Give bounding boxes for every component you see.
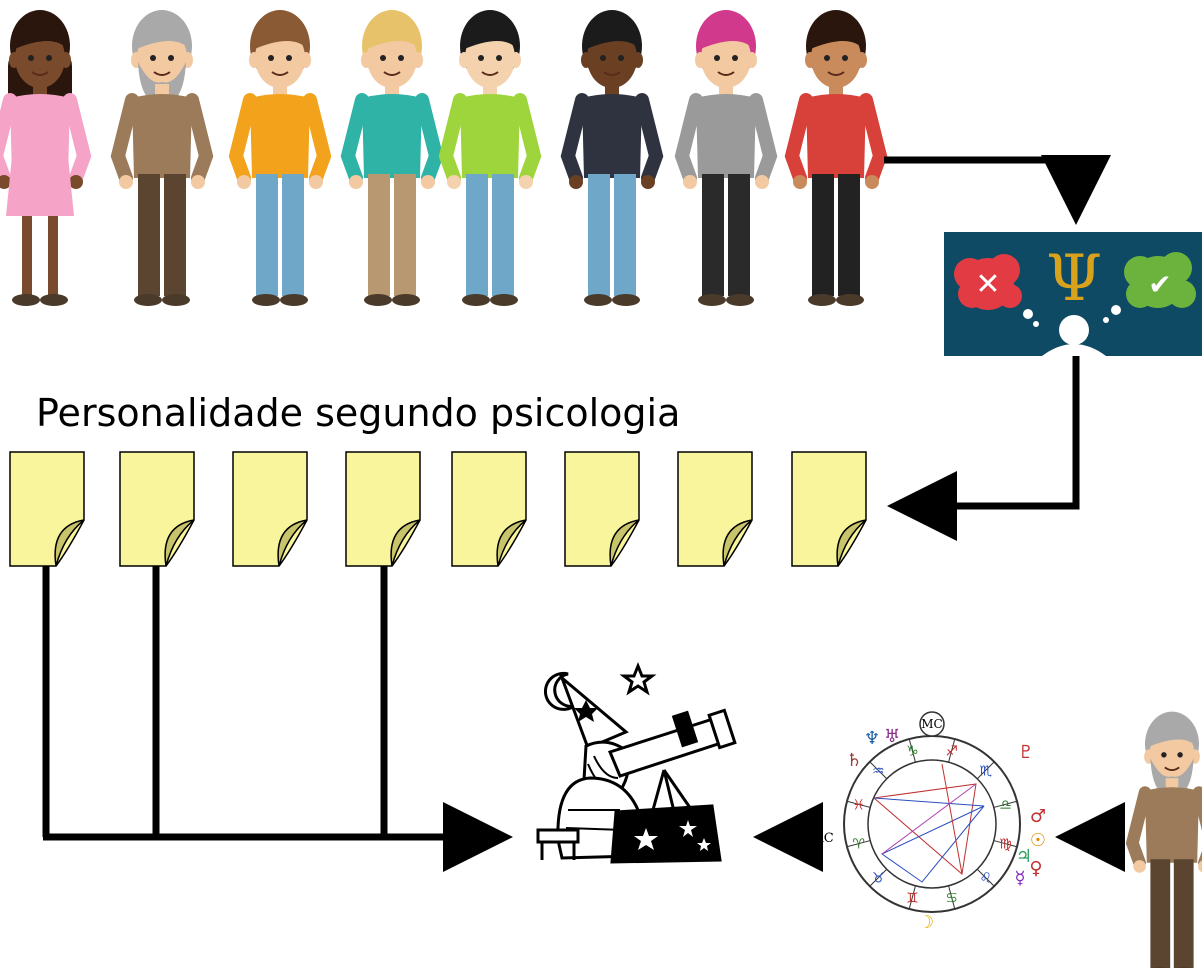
psi-symbol: Ψ [1046, 242, 1102, 316]
document-6 [564, 451, 640, 567]
planet-glyph-icon: ♆ [864, 728, 880, 749]
planet-glyph-icon: ☉ [1030, 830, 1046, 851]
document-2 [119, 451, 195, 567]
person-silhouette-icon [1042, 315, 1106, 356]
astrologer-telescope-icon [536, 661, 737, 864]
zodiac-sign-icon: ♈ [852, 837, 865, 853]
natal-chart: ♑ ♐ ♏ ♎ ♍ ♌ ♋ ♊ ♉ ♈ ♓ ♒ MC AC ♆♅ ♄ ♇ ♂ ☉♃♀☿ ☽ [813, 711, 1046, 933]
natal-chart-aspects [872, 763, 985, 883]
cross-glyph: ✕ [975, 267, 1000, 302]
zodiac-sign-icon: ♍ [999, 837, 1012, 853]
telescope-icon [607, 708, 737, 829]
zodiac-sign-icon: ♒ [872, 763, 885, 779]
arrow-psychology-to-documents [887, 356, 1080, 541]
planet-glyph-icon: ☽ [918, 912, 934, 933]
person-1-woman-pink-dress [0, 10, 92, 306]
natal-chart-signs: ♑ ♐ ♏ ♎ ♍ ♌ ♋ ♊ ♉ ♈ ♓ ♒ [852, 744, 1011, 907]
diagram-title: Personalidade segundo psicologia [36, 391, 680, 435]
planet-glyph-icon: ♄ [846, 750, 862, 771]
planet-glyph-icon: ♂ [1030, 806, 1046, 827]
zodiac-sign-icon: ♊ [906, 890, 919, 906]
people-row [0, 10, 888, 306]
zodiac-sign-icon: ♑ [906, 744, 919, 760]
person-7-woman-pink-hair-glasses [674, 10, 778, 306]
planet-glyph-icon: ♀ [1029, 858, 1042, 879]
old-man-right [1125, 711, 1202, 968]
connectors [42, 155, 1125, 872]
wizard-hat-icon [558, 673, 629, 750]
mc-label: MC [921, 717, 942, 731]
natal-chart-planets: ♆♅ ♄ ♇ ♂ ☉♃♀☿ ☽ [846, 726, 1046, 933]
person--old-man-grey-beard [1125, 711, 1202, 968]
document-1 [9, 451, 85, 567]
planet-glyph-icon: ♇ [1018, 742, 1034, 763]
person-2-old-man-grey-beard [110, 10, 214, 306]
arrow-people-to-psychology [884, 155, 1111, 225]
ac-label: AC [813, 831, 833, 846]
natal-chart-inner-ring [867, 759, 997, 889]
check-bubble-icon: ✔ [1103, 252, 1196, 323]
star-icon [619, 661, 657, 696]
planet-glyph-icon: ☿ [1014, 868, 1025, 889]
documents-row [9, 451, 867, 567]
psychology-icon: ✕ Ψ ✔ [944, 232, 1202, 356]
document-4 [345, 451, 421, 567]
zodiac-sign-icon: ♌ [979, 871, 992, 887]
planet-glyph-icon: ♃ [1016, 846, 1032, 867]
document-5 [451, 451, 527, 567]
zodiac-sign-icon: ♋ [945, 890, 958, 906]
person-6-man-dark-sweater [560, 10, 664, 306]
natal-chart-spokes [846, 738, 1018, 910]
zodiac-sign-icon: ♏ [979, 763, 992, 779]
person-4-blond-man-teal-shirt [340, 10, 444, 306]
check-glyph: ✔ [1148, 268, 1171, 301]
zodiac-sign-icon: ♐ [945, 744, 958, 760]
zodiac-sign-icon: ♉ [872, 871, 885, 887]
document-7 [677, 451, 753, 567]
cross-bubble-icon: ✕ [954, 254, 1039, 327]
document-3 [232, 451, 308, 567]
person-5-asian-woman-green-top [438, 10, 542, 306]
zodiac-sign-icon: ♎ [999, 797, 1012, 813]
planet-glyph-icon: ♅ [884, 726, 900, 747]
star-table-icon [610, 804, 722, 864]
moon-icon [544, 671, 575, 711]
person-3-woman-orange-top [228, 10, 332, 306]
person-8-boy-basketball [784, 10, 888, 306]
zodiac-sign-icon: ♓ [852, 797, 865, 813]
document-8 [791, 451, 867, 567]
